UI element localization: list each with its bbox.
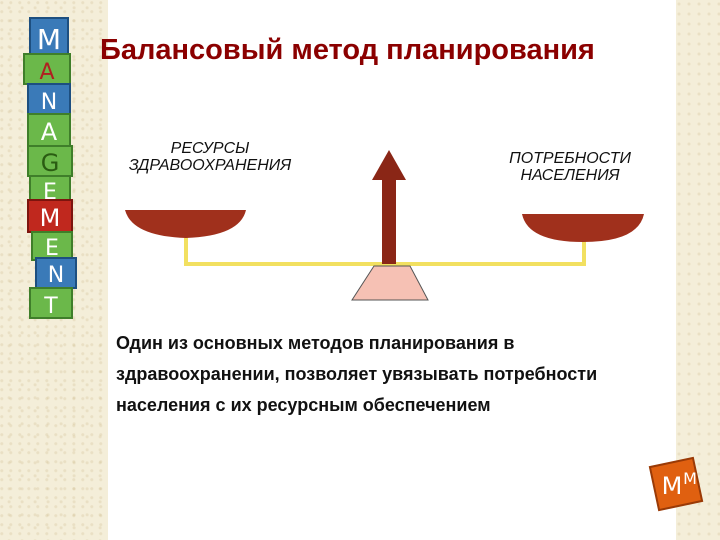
up-arrow: [372, 150, 406, 264]
right-decor-strip: [676, 0, 720, 540]
left-pan: [125, 210, 246, 238]
corner-block-decor: M M: [648, 456, 704, 512]
block-letter: A: [39, 60, 54, 85]
block-letter: A: [41, 118, 58, 146]
right-pan-label: ПОТРЕБНОСТИ НАСЕЛЕНИЯ: [509, 150, 631, 184]
block-letter: T: [43, 294, 58, 319]
description-text: Один из основных методов планирования в …: [116, 333, 598, 415]
page-title: Балансовый метод планирования: [100, 34, 595, 66]
block-letter: M: [40, 204, 61, 232]
block-letter: E: [43, 180, 57, 205]
right-pan: [522, 214, 644, 242]
block-letter: N: [48, 263, 64, 288]
letter-blocks-decor: M A N A G E M E N T: [23, 17, 77, 319]
block-letter: M: [683, 469, 697, 488]
block-letter: M: [662, 472, 683, 500]
block-letter: G: [41, 149, 60, 177]
block-letter: N: [41, 90, 57, 115]
block-letter: E: [45, 236, 59, 261]
block-letter: M: [37, 23, 61, 56]
left-pan-label: РЕСУРСЫ ЗДРАВООХРАНЕНИЯ: [128, 140, 292, 174]
fulcrum: [351, 265, 429, 301]
